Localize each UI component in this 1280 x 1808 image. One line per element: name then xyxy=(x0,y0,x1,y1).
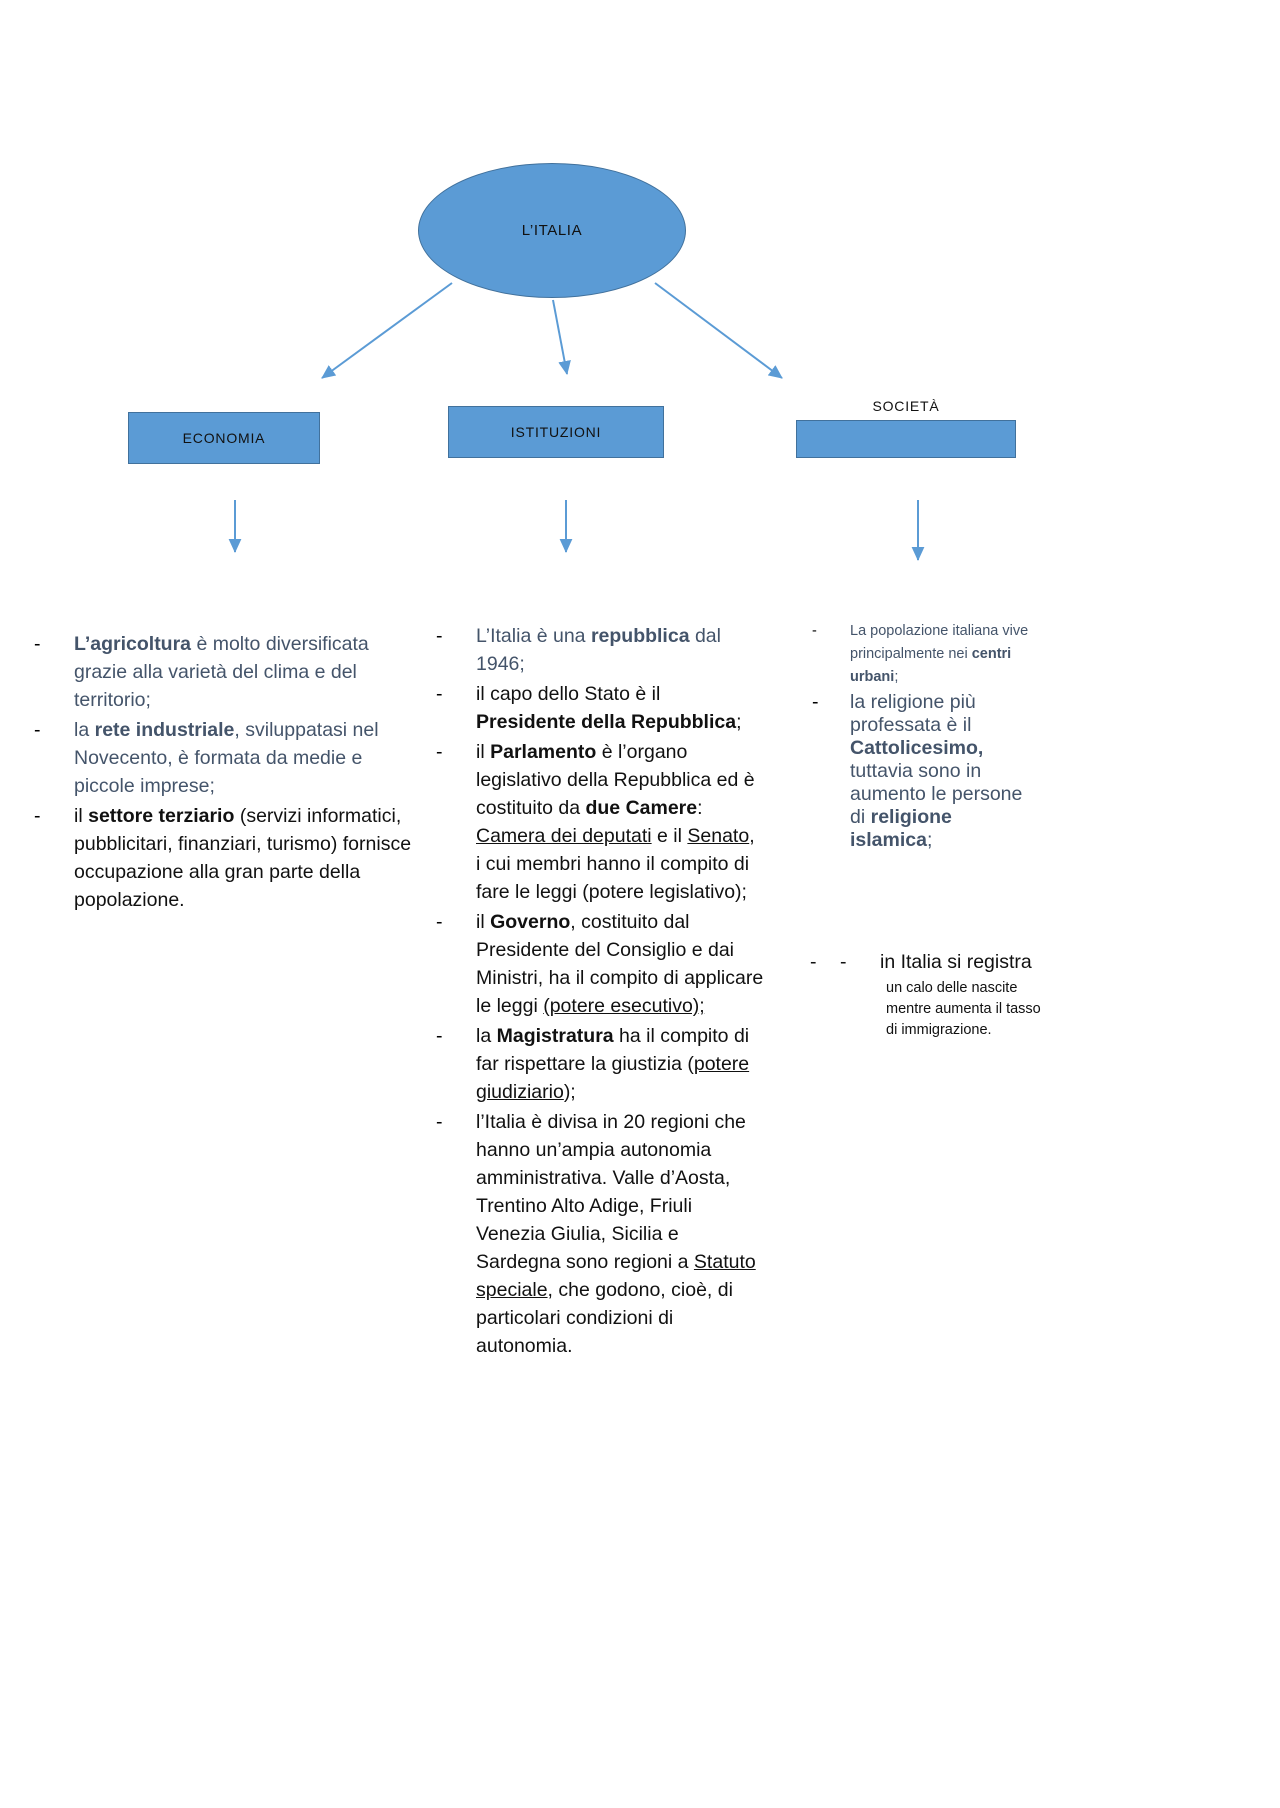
bullet-text: L’agricoltura è molto diversificata graz… xyxy=(74,633,369,711)
text-run: la xyxy=(476,1025,497,1047)
societa-tail-line-large: - - in Italia si registra xyxy=(802,948,1052,976)
emphasis-underline: Senato xyxy=(687,825,750,847)
bullet-dash: - xyxy=(812,691,819,713)
bullet-text: La popolazione italiana vive principalme… xyxy=(850,623,1028,685)
bullet-dash: - xyxy=(436,1111,443,1133)
bullet-dash: - xyxy=(34,719,41,741)
node-societa-label: SOCIETÀ xyxy=(872,398,940,414)
bullet-dash: - xyxy=(436,683,443,705)
bullet-item: - L’Italia è una repubblica dal 1946; xyxy=(424,622,764,678)
text-run: , i cui membri hanno il compito di fare … xyxy=(476,825,755,903)
economia-bullet-list: - L’agricoltura è molto diversificata gra… xyxy=(22,630,412,914)
text-run: ); xyxy=(563,1081,576,1103)
text-run: : xyxy=(697,797,703,819)
emphasis-bold: Magistratura xyxy=(496,1025,614,1047)
emphasis-bold: Parlamento xyxy=(490,741,597,763)
node-economia-label: ECONOMIA xyxy=(182,430,266,446)
emphasis-bold: religione islamica xyxy=(850,806,952,851)
bullet-text: l’Italia è divisa in 20 regioni che hann… xyxy=(476,1111,756,1357)
emphasis-bold: centri urbani xyxy=(850,646,1012,685)
societa-tail-text-small: un calo delle nascite mentre aumenta il … xyxy=(886,980,1041,1038)
societa-tail-block: - - in Italia si registra un calo delle … xyxy=(802,948,1052,1041)
text-run: il capo dello Stato è il xyxy=(476,683,661,705)
bullet-dash-inner: - xyxy=(840,951,847,973)
bullet-text: il settore terziario (servizi informatic… xyxy=(74,805,411,911)
bullet-item: - il Parlamento è l’organo legislativo de… xyxy=(424,738,764,906)
societa-tail-text-large: in Italia si registra xyxy=(880,951,1032,973)
bullet-text: il Parlamento è l’organo legislativo del… xyxy=(476,741,755,903)
bullet-item: - la rete industriale, sviluppatasi nel N… xyxy=(22,716,412,800)
text-run: , che godono, cioè, di particolari condi… xyxy=(476,1279,733,1357)
text-run: , sviluppatasi nel Novecento, è formata … xyxy=(74,719,379,797)
text-run: ; xyxy=(926,829,933,851)
bullet-dash: - xyxy=(436,911,443,933)
bullet-text: la rete industriale, sviluppatasi nel No… xyxy=(74,719,379,797)
text-run: tuttavia sono in aumento le persone di xyxy=(850,760,1023,828)
societa-bullet-list: - La popolazione italiana vive principalm… xyxy=(802,620,1032,852)
text-run: ; xyxy=(894,669,899,685)
bullet-dash: - xyxy=(34,633,41,655)
text-run: , costituito dal Presidente del Consigli… xyxy=(476,911,764,1017)
emphasis-bold: Cattolicesimo, xyxy=(850,737,984,759)
column-societa: - La popolazione italiana vive principalm… xyxy=(802,620,1032,854)
istituzioni-bullet-list: - L’Italia è una repubblica dal 1946; - il … xyxy=(424,622,764,1360)
node-istituzioni[interactable]: ISTITUZIONI xyxy=(448,406,664,458)
node-societa[interactable] xyxy=(796,420,1016,458)
bullet-text: la religione più professata è il Cattoli… xyxy=(850,691,1022,851)
node-economia[interactable]: ECONOMIA xyxy=(128,412,320,464)
bullet-item: - il settore terziario (servizi informati… xyxy=(22,802,412,914)
text-run: la religione più professata è il xyxy=(850,691,976,736)
arrow-root-to-istituzioni xyxy=(552,299,571,375)
emphasis-bold: due Camere xyxy=(585,797,698,819)
arrow-root-to-societa xyxy=(654,282,783,379)
bullet-item: - l’Italia è divisa in 20 regioni che han… xyxy=(424,1108,764,1360)
text-run: il xyxy=(476,911,491,933)
text-run: e il xyxy=(651,825,688,847)
bullet-item: - La popolazione italiana vive principalm… xyxy=(802,620,1032,689)
emphasis-bold: L’agricoltura xyxy=(74,633,192,655)
text-run: L’Italia è una xyxy=(476,625,591,647)
bullet-dash: - xyxy=(436,741,443,763)
text-run: ; xyxy=(736,711,742,733)
emphasis-bold: Presidente della Repubblica xyxy=(476,711,737,733)
bullet-dash: - xyxy=(436,1025,443,1047)
emphasis-underline: Camera dei deputati xyxy=(476,825,652,847)
emphasis-bold: Governo xyxy=(490,911,571,933)
text-run: l’Italia è divisa in 20 regioni che hann… xyxy=(476,1111,746,1273)
node-istituzioni-label: ISTITUZIONI xyxy=(510,424,602,440)
bullet-dash: - xyxy=(436,625,443,647)
bullet-dash: - xyxy=(812,623,817,639)
text-run: è l’organo legislativo della Repubblica … xyxy=(476,741,755,819)
bullet-text: il Governo, costituito dal Presidente de… xyxy=(476,911,763,1017)
emphasis-underline: (potere esecutivo); xyxy=(543,995,705,1017)
text-run: (servizi informatici, pubblicitari, fina… xyxy=(74,805,412,911)
column-economia: - L’agricoltura è molto diversificata gra… xyxy=(22,630,412,916)
bullet-text: L’Italia è una repubblica dal 1946; xyxy=(476,625,721,675)
bullet-item: - la Magistratura ha il compito di far ri… xyxy=(424,1022,764,1106)
text-run: dal 1946; xyxy=(476,625,721,675)
bullet-item: - il capo dello Stato è il Presidente del… xyxy=(424,680,764,736)
bullet-item: - la religione più professata è il Cattol… xyxy=(802,691,1032,852)
arrow-root-to-economia xyxy=(321,282,453,379)
emphasis-bold: rete industriale xyxy=(94,719,235,741)
bullet-item: - il Governo, costituito dal Presidente d… xyxy=(424,908,764,1020)
column-istituzioni: - L’Italia è una repubblica dal 1946; - il … xyxy=(424,622,764,1362)
bullet-item: - L’agricoltura è molto diversificata gra… xyxy=(22,630,412,714)
node-italia[interactable]: L’ITALIA xyxy=(418,163,686,298)
text-run: La popolazione italiana vive principalme… xyxy=(850,623,1029,662)
text-run: è molto diversificata grazie alla variet… xyxy=(74,633,369,711)
node-italia-label: L’ITALIA xyxy=(521,222,583,239)
bullet-dash-outer: - xyxy=(810,951,817,973)
text-run: il xyxy=(74,805,89,827)
bullet-text: la Magistratura ha il compito di far ris… xyxy=(476,1025,749,1103)
emphasis-bold: settore terziario xyxy=(88,805,235,827)
text-run: il xyxy=(476,741,491,763)
emphasis-underline: potere giudiziario xyxy=(476,1053,750,1103)
bullet-dash: - xyxy=(34,805,41,827)
bullet-text: il capo dello Stato è il Presidente dell… xyxy=(476,683,742,733)
text-run: la xyxy=(74,719,95,741)
emphasis-bold: repubblica xyxy=(590,625,690,647)
emphasis-underline: Statuto speciale xyxy=(476,1251,756,1301)
text-run: ha il compito di far rispettare la giust… xyxy=(476,1025,750,1075)
